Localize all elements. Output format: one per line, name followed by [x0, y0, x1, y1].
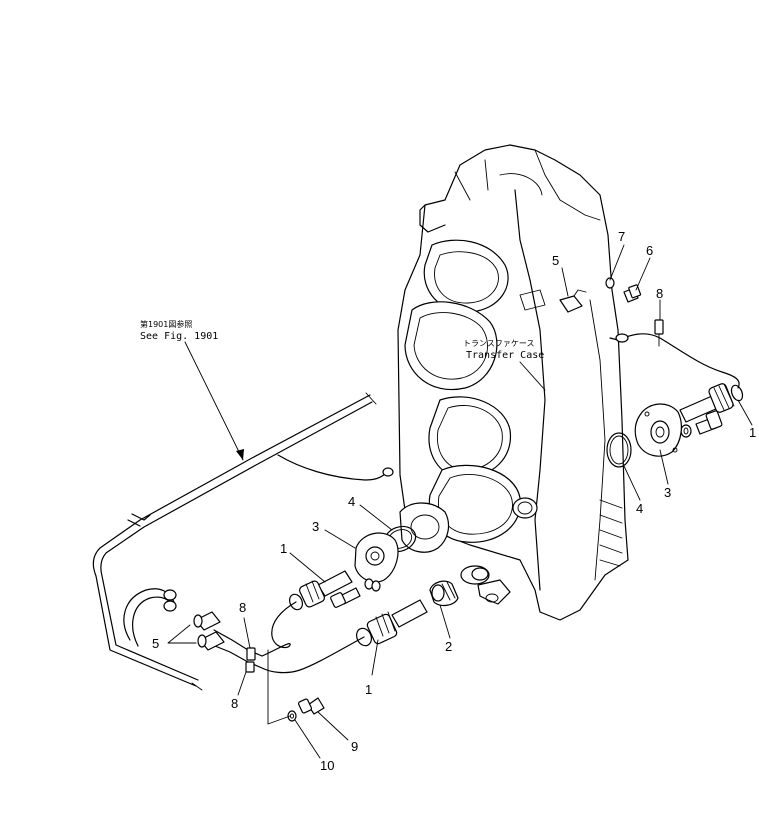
right-washer	[680, 424, 692, 438]
right-o-ring	[606, 432, 632, 468]
callout-8-left-upper: 8	[239, 600, 246, 615]
callout-7: 7	[618, 229, 625, 244]
callout-4-right: 4	[636, 501, 643, 516]
right-bolt-6	[623, 284, 642, 303]
callout-numbers: 7 6 5 8 1 3 4 4 3 1 8 5 2 1 8 9 10	[152, 229, 756, 773]
assembly-label: トランスファケース Transfer Case	[463, 339, 544, 361]
callout-4-left: 4	[348, 494, 355, 509]
callout-1-left-lower: 1	[365, 682, 372, 697]
transfer-case-housing	[397, 144, 629, 621]
callout-8-left-lower: 8	[231, 696, 238, 711]
reference-note: 第1901図参照 See Fig. 1901	[140, 319, 218, 342]
callout-5-right: 5	[552, 253, 559, 268]
branch-fitting	[460, 565, 511, 605]
reference-note-english: See Fig. 1901	[140, 331, 218, 342]
callout-8-right: 8	[656, 286, 663, 301]
left-clips-8	[245, 647, 256, 673]
assembly-label-english: Transfer Case	[466, 350, 544, 361]
callout-6: 6	[646, 243, 653, 258]
leader-lines	[167, 244, 753, 759]
callout-10: 10	[320, 758, 334, 773]
left-washer-3	[364, 578, 381, 592]
reference-pipe	[92, 392, 394, 691]
port-flange	[399, 502, 450, 553]
callout-9: 9	[351, 739, 358, 754]
right-speed-sensor	[679, 383, 744, 423]
reference-note-japanese: 第1901図参照	[140, 319, 192, 329]
callout-3-right: 3	[664, 485, 671, 500]
left-connectors-5	[193, 611, 225, 651]
callout-1-right: 1	[749, 425, 756, 440]
assembly-label-japanese: トランスファケース	[463, 339, 534, 348]
callout-5-left: 5	[152, 636, 159, 651]
left-bolt-9	[297, 697, 325, 715]
left-wire-harness	[209, 601, 365, 674]
left-plug	[429, 580, 459, 607]
right-bolt	[695, 410, 723, 435]
right-washer-7	[605, 277, 615, 289]
left-bolt-upper	[330, 587, 361, 608]
left-sensor-cover	[354, 532, 399, 583]
left-speed-sensor-upper	[288, 570, 353, 611]
right-clip-bracket	[559, 289, 587, 313]
right-sensor-cover	[634, 403, 682, 457]
left-speed-sensor-lower	[356, 599, 428, 647]
callout-2: 2	[445, 639, 452, 654]
right-harness	[609, 319, 740, 389]
callout-1-left-upper: 1	[280, 541, 287, 556]
callout-3-left: 3	[312, 519, 319, 534]
